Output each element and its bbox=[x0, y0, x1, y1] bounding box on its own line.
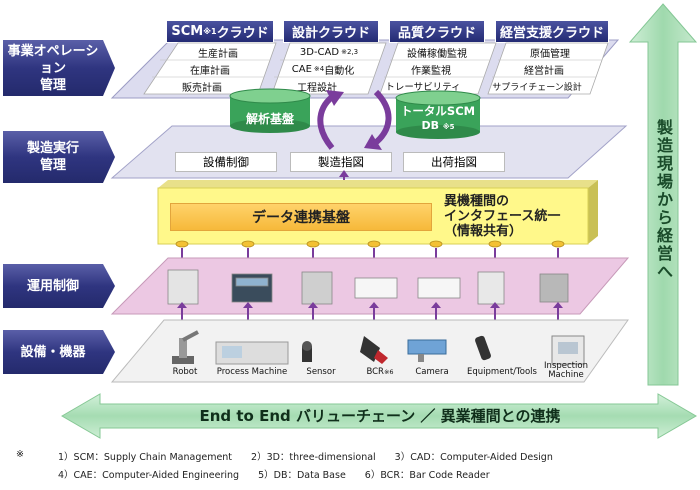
curved-arrows bbox=[317, 89, 392, 150]
bottom-horizontal-arrow bbox=[61, 393, 697, 439]
scm-item-production-plan: 生産計画 bbox=[198, 48, 238, 60]
analysis-cylinder-label: 解析基盤 bbox=[245, 112, 294, 126]
design-item-cae-suffix: 自動化 bbox=[324, 65, 355, 77]
layer-equipment-text: 設備・機器 bbox=[20, 344, 86, 360]
footnote-mark: ※ bbox=[16, 449, 24, 460]
quality-item-traceability: トレーサビリティ bbox=[385, 82, 461, 93]
cloud-design-title: 設計クラウド bbox=[291, 26, 370, 41]
layer-business-text: 事業オペレーション 管理 bbox=[7, 43, 99, 93]
cloud-quality-title: 品質クラウド bbox=[397, 26, 476, 41]
scm-db-label-line1: トータルSCM bbox=[400, 104, 476, 118]
device-label-bcr-note: ※6 bbox=[383, 368, 394, 376]
design-item-cae-note: ※4 bbox=[313, 65, 325, 73]
tool-icon bbox=[475, 335, 491, 361]
robot-icon bbox=[172, 330, 199, 364]
mes-item-manufacturing-order: 製造指図 bbox=[290, 152, 392, 172]
design-item-process-design: 工程設計 bbox=[297, 82, 337, 94]
cloud-mgmt-tab[interactable]: 経営支援クラウド bbox=[495, 20, 609, 43]
cloud-scm-note: ※1 bbox=[203, 27, 217, 36]
design-item-3dcad-text: 3D-CAD bbox=[299, 46, 340, 58]
bcr-icon bbox=[360, 336, 388, 364]
bottom-arrow-text: End to End バリューチェーン ／ 異業種間との連携 bbox=[199, 407, 561, 425]
layer-label-operation: 運用制御 bbox=[3, 264, 103, 308]
scm-db-cylinder bbox=[395, 90, 481, 139]
analysis-cylinder bbox=[229, 88, 311, 133]
device-label-bcr-text: BCR bbox=[366, 367, 384, 377]
design-item-cae-text: CAE bbox=[291, 63, 312, 75]
device-label-sensor: Sensor bbox=[306, 367, 336, 377]
camera-icon bbox=[407, 339, 447, 362]
layer-label-business: 事業オペレーション 管理 bbox=[3, 40, 103, 96]
equipment-devices bbox=[172, 330, 585, 365]
cloud-item-panels bbox=[143, 42, 609, 95]
mgmt-item-supply-chain: サプライチェーン設計 bbox=[492, 82, 582, 93]
right-vertical-arrow bbox=[628, 3, 698, 386]
layer-label-mes: 製造実行 管理 bbox=[3, 131, 103, 183]
quality-item-equipment-monitor: 設備稼働監視 bbox=[407, 48, 467, 60]
data-bar: データ連携基盤 bbox=[170, 203, 432, 231]
quality-item-work-monitor: 作業監視 bbox=[411, 65, 451, 77]
device-label-bcr: BCR※6 bbox=[360, 367, 400, 377]
inspection-machine-icon bbox=[551, 335, 585, 365]
cloud-quality-tab[interactable]: 品質クラウド bbox=[389, 20, 485, 43]
device-label-equipment-tools: Equipment/Tools bbox=[467, 367, 537, 377]
layer-label-equipment: 設備・機器 bbox=[3, 330, 103, 374]
scm-db-note: ※5 bbox=[442, 123, 455, 131]
cloud-mgmt-title: 経営支援クラウド bbox=[499, 26, 604, 41]
mes-item-equipment-control: 設備制御 bbox=[175, 152, 277, 172]
footnote-line-2: 4）CAE：Computer-Aided Engineering 5）DB：Da… bbox=[58, 470, 490, 481]
device-label-robot: Robot bbox=[172, 367, 198, 377]
scm-db-label-text: DB bbox=[421, 119, 439, 132]
layer-operation-text: 運用制御 bbox=[26, 278, 79, 294]
device-label-camera: Camera bbox=[415, 367, 449, 377]
scm-db-label-line2: DB ※5 bbox=[394, 119, 482, 132]
design-item-3dcad: 3D-CAD※2,3 bbox=[287, 45, 371, 59]
data-bar-label: データ連携基盤 bbox=[252, 210, 350, 226]
design-item-3dcad-note: ※2,3 bbox=[341, 48, 359, 56]
right-arrow-text: 製造現場から経営へ bbox=[654, 119, 673, 281]
sensor-icon bbox=[302, 341, 312, 362]
scm-item-inventory-plan: 在庫計画 bbox=[190, 65, 230, 77]
layer-mes-text: 製造実行 管理 bbox=[26, 141, 79, 173]
controller-devices bbox=[167, 269, 569, 305]
cloud-scm-title: SCM bbox=[171, 24, 204, 39]
mgmt-item-plan: 経営計画 bbox=[524, 65, 564, 77]
footnote-line-1: 1）SCM：Supply Chain Management 2）3D：three… bbox=[58, 452, 553, 463]
device-label-process-machine: Process Machine bbox=[216, 367, 288, 377]
mes-item-shipping-order: 出荷指図 bbox=[403, 152, 505, 172]
process-machine-icon bbox=[215, 341, 289, 365]
cloud-scm-suffix: クラウド bbox=[216, 26, 269, 41]
scm-item-sales-plan: 販売計画 bbox=[182, 82, 222, 94]
data-side-text: 異機種間の インタフェース統一 （情報共有） bbox=[444, 194, 561, 239]
mgmt-item-cost: 原価管理 bbox=[530, 48, 570, 60]
cloud-design-tab[interactable]: 設計クラウド bbox=[283, 20, 379, 43]
device-label-inspection-machine: Inspection Machine bbox=[544, 361, 588, 380]
